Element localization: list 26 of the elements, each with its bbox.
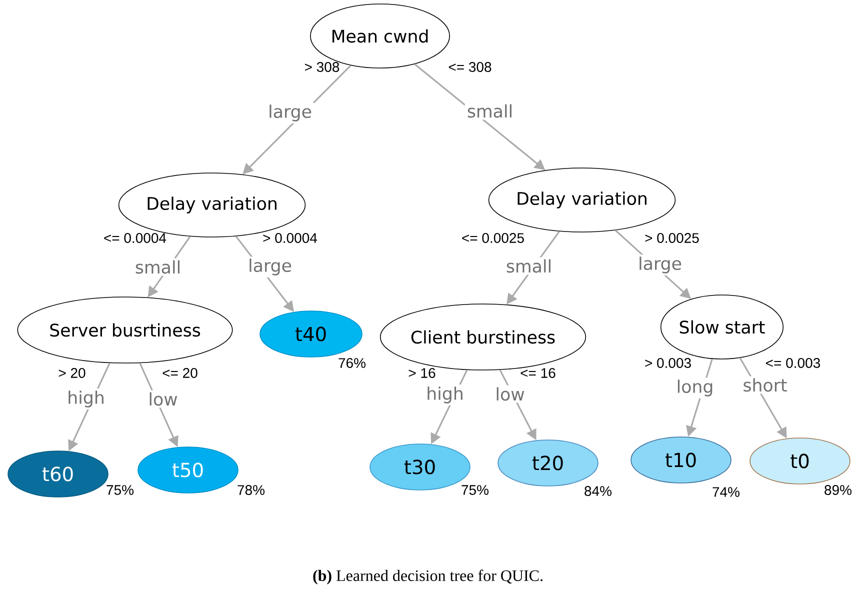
percentage-label: 74%	[712, 487, 740, 497]
threshold-label: > 16	[408, 368, 436, 378]
edge-label: large	[636, 254, 684, 276]
edge-label: small	[504, 257, 554, 275]
edge-label: short	[740, 376, 790, 394]
edge-label: small	[464, 102, 516, 120]
edge-label: low	[493, 385, 527, 403]
caption: (b) Learned decision tree for QUIC.	[313, 570, 542, 584]
percentage-label: 84%	[584, 486, 612, 496]
threshold-label: > 0.0025	[645, 233, 699, 243]
edge-label: low	[146, 390, 180, 408]
threshold-label: <= 0.003	[766, 358, 820, 368]
edge-label: small	[132, 258, 184, 276]
percentage-label: 76%	[338, 358, 366, 368]
threshold-label: <= 308	[448, 62, 492, 72]
threshold-label: <= 16	[520, 368, 556, 378]
threshold-label: > 0.003	[645, 358, 691, 368]
percentage-label: 78%	[238, 485, 264, 495]
edge-label: large	[266, 102, 314, 124]
edge-label: long	[674, 378, 716, 398]
percentage-label: 75%	[106, 485, 134, 495]
edge-label: high	[424, 384, 466, 406]
threshold-label: <= 0.0025	[462, 233, 524, 243]
percentage-label: 89%	[824, 485, 852, 495]
edge-label: large	[246, 256, 294, 278]
edge-label: high	[65, 388, 107, 410]
